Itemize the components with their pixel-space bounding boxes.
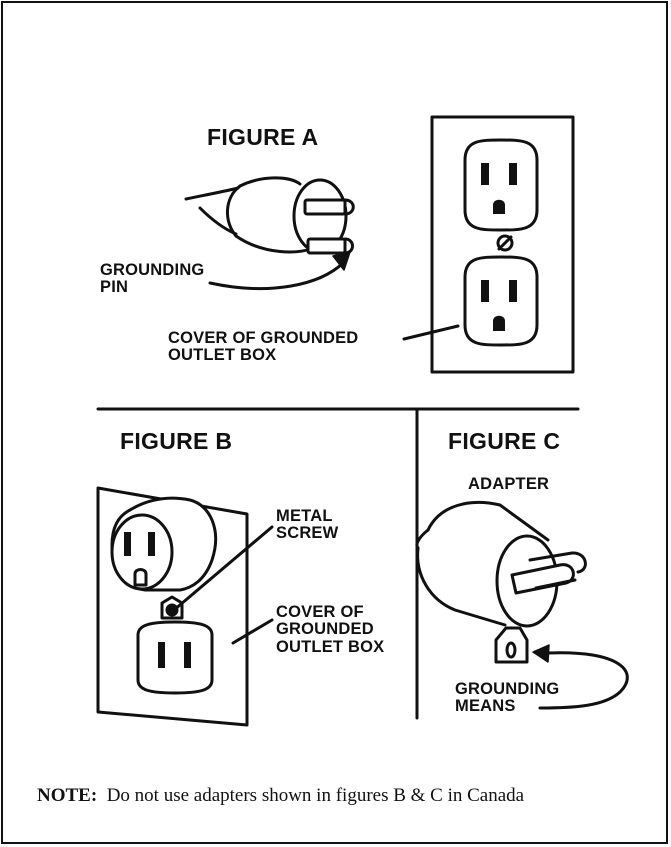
grounding-pin-label-line2: PIN	[100, 278, 129, 297]
cover-label-b-line1: COVER OF	[276, 603, 364, 621]
grounding-means-line1: GROUNDING	[455, 680, 560, 698]
grounding-adapter-icon	[415, 501, 587, 664]
cover-grounded-outlet-label-a: COVER OF GROUNDED OUTLET BOX	[168, 329, 359, 365]
figure-b-title: FIGURE B	[120, 428, 233, 454]
metal-screw-leader	[172, 525, 274, 612]
adapter-label: ADAPTER	[468, 475, 550, 493]
cover-grounded-outlet-label-b: COVER OF GROUNDED OUTLET BOX	[276, 603, 385, 656]
three-prong-plug-icon	[184, 176, 355, 271]
cover-label-a-line1: COVER OF GROUNDED	[168, 329, 359, 347]
outlet-with-adapter-icon	[96, 486, 249, 727]
note-text: Do not use adapters shown in figures B &…	[106, 785, 525, 806]
grounding-pin-label-line1: GROUNDING	[100, 261, 205, 279]
cover-label-a-line2: OUTLET BOX	[168, 346, 277, 365]
cover-leader-a	[402, 324, 460, 341]
metal-screw-line1: METAL	[276, 507, 333, 525]
cover-label-b-line2: GROUNDED	[276, 620, 374, 639]
note-label: NOTE:	[37, 785, 98, 806]
metal-screw-label: METAL SCREW	[276, 507, 339, 543]
grounding-means-line2: MEANS	[455, 697, 516, 716]
grounding-means-leader	[538, 651, 629, 710]
grounding-pin-label: GROUNDING PIN	[100, 261, 205, 297]
grounding-pin-leader	[208, 261, 345, 291]
figure-c-title: FIGURE C	[448, 428, 561, 454]
grounding-means-label: GROUNDING MEANS	[455, 680, 560, 716]
cover-leader-b	[231, 618, 274, 645]
figure-a-title: FIGURE A	[207, 124, 319, 150]
metal-screw-line2: SCREW	[276, 524, 339, 543]
cover-label-b-line3: OUTLET BOX	[276, 637, 385, 656]
grounded-outlet-cover-icon	[430, 115, 575, 374]
canada-note: NOTE: Do not use adapters shown in figur…	[37, 785, 524, 807]
